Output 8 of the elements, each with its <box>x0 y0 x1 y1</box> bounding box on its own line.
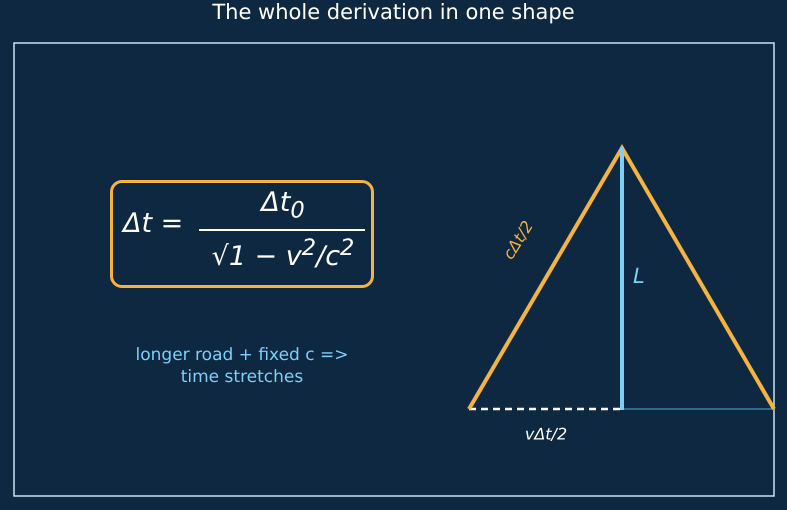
formula-box <box>110 180 374 288</box>
height-label: L <box>633 264 645 288</box>
formula-text: Δt = <box>123 208 184 239</box>
note-text: longer road + fixed c => time stretches <box>134 344 350 388</box>
base-label: vΔt/2 <box>524 424 568 444</box>
formula-text: √1 − v$^{2}$/c$^{2}$ <box>210 235 356 272</box>
formula-text: Δt$_{0}$ <box>258 187 306 224</box>
diagram-title: The whole derivation in one shape <box>211 0 576 24</box>
